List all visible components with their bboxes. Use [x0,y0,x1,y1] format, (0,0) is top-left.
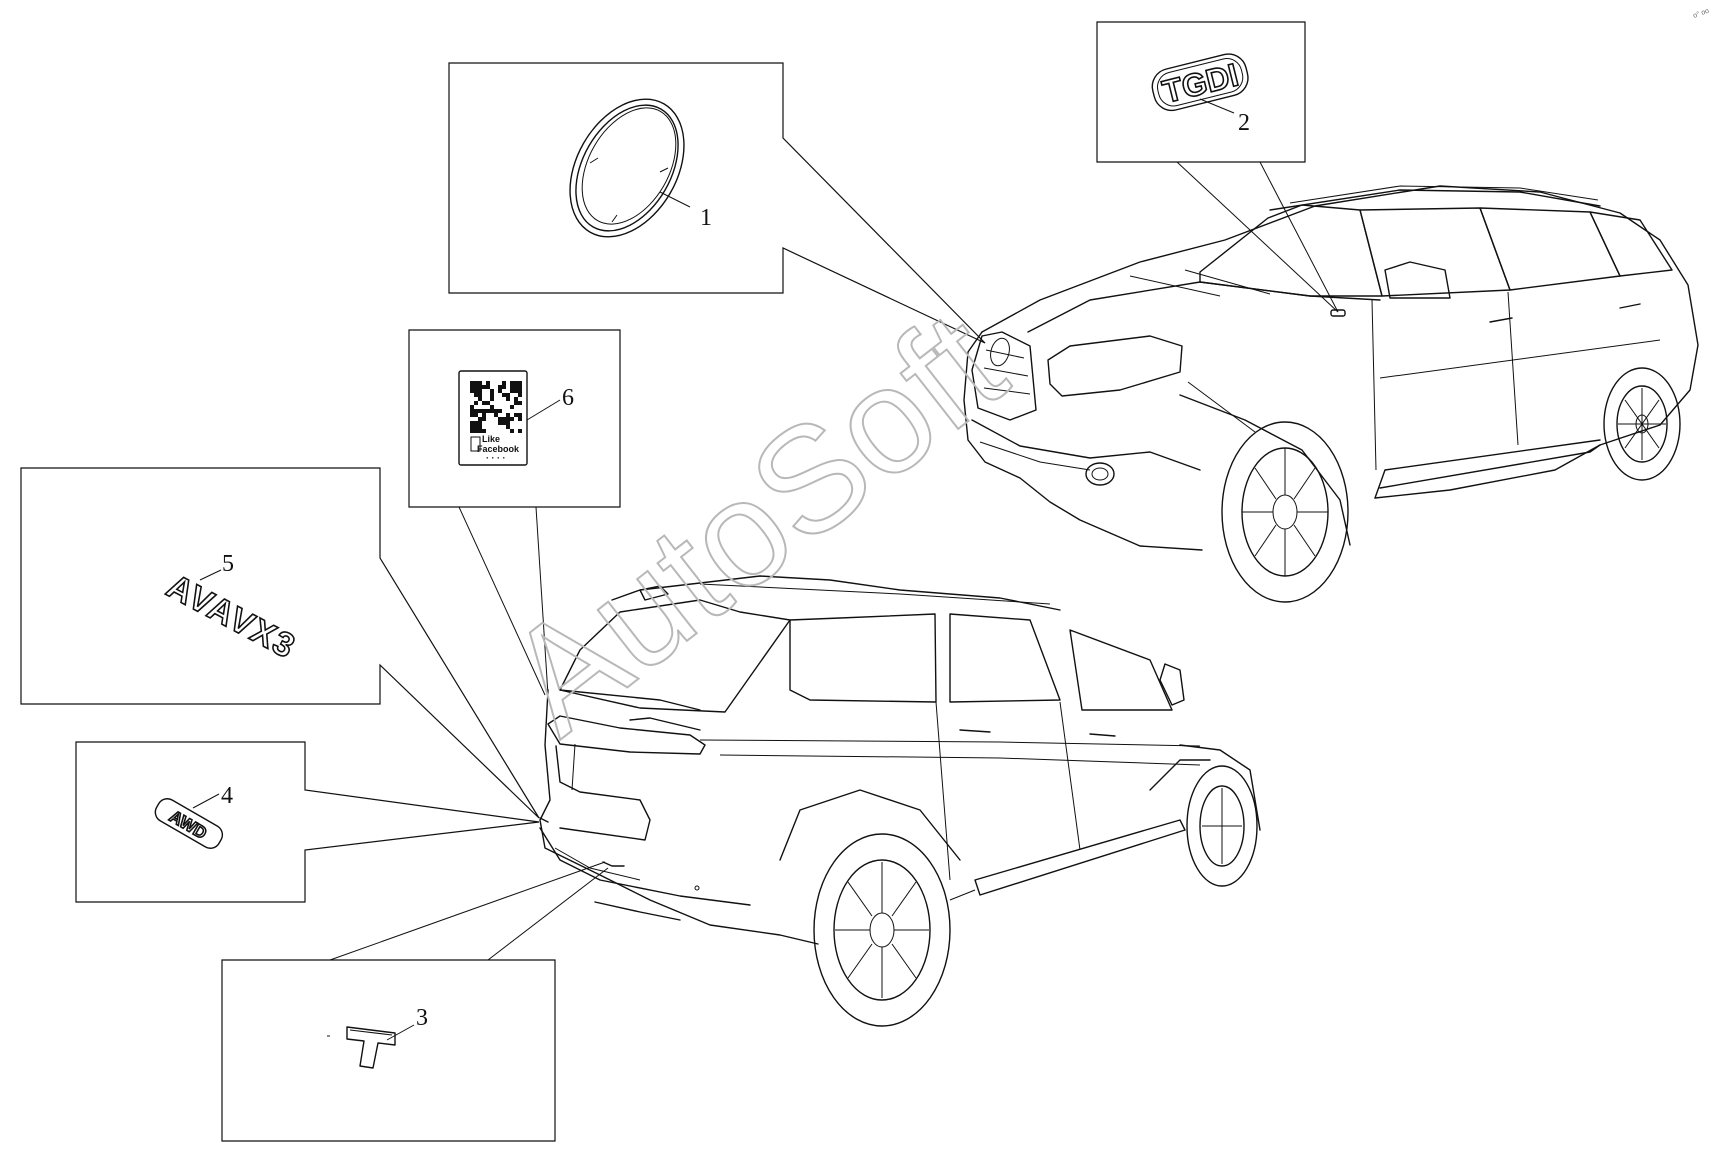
callout-box-3 [221,959,556,1142]
callout-number-2: 2 [1238,110,1250,136]
qr-label-part: Like Facebook · · · · [458,370,528,466]
ring-emblem-part [569,98,685,238]
callout-box-6 [408,329,621,508]
callout-number-4: 4 [221,783,233,809]
model-badge-text: AVAVX3 [161,567,303,667]
corner-mark: o° oo [1692,7,1710,20]
callout-number-5: 5 [222,551,234,577]
tgdi-badge-part: TGDI [1151,53,1249,112]
callout-number-3: 3 [416,1005,428,1031]
leader-lines [329,161,1339,961]
model-badge-part: AVAVX3 [160,566,303,667]
qr-code-pattern [470,381,522,433]
callout-box-4 [75,741,540,903]
awd-badge-part: AWD [154,798,224,849]
rear-vehicle-drawing [539,575,1261,1027]
callout-box-1 [448,62,986,344]
t-badge-part [327,1026,396,1069]
tgdi-badge-text: TGDI [1159,57,1242,110]
qr-label-line2: · · · · [486,453,506,463]
qr-label-line1: Like [482,434,500,444]
front-vehicle-drawing [963,185,1699,603]
callout-box-5 [20,467,540,819]
qr-label-brand: Facebook [477,444,520,454]
callout-number-6: 6 [562,385,574,411]
callout-box-2 [1096,21,1306,163]
callout-number-1: 1 [700,205,712,231]
